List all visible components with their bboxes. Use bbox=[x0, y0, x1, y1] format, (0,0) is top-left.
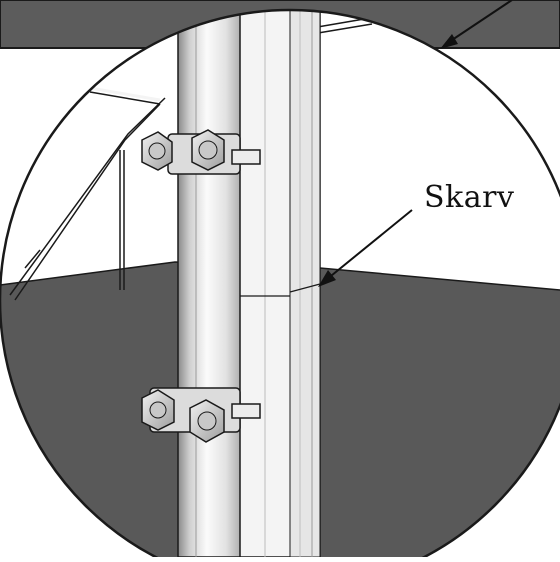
round-pole bbox=[177, 10, 243, 558]
frame-tubes bbox=[9, 17, 373, 301]
detail-circle-outline bbox=[0, 8, 560, 562]
lower-clamp bbox=[141, 387, 261, 443]
upper-clamp bbox=[141, 129, 261, 175]
skarv-callout-label: Skarv bbox=[424, 180, 515, 215]
skarv-leader-arrow bbox=[318, 209, 413, 287]
top-leader-arrow bbox=[440, 0, 513, 49]
square-post bbox=[239, 10, 321, 558]
